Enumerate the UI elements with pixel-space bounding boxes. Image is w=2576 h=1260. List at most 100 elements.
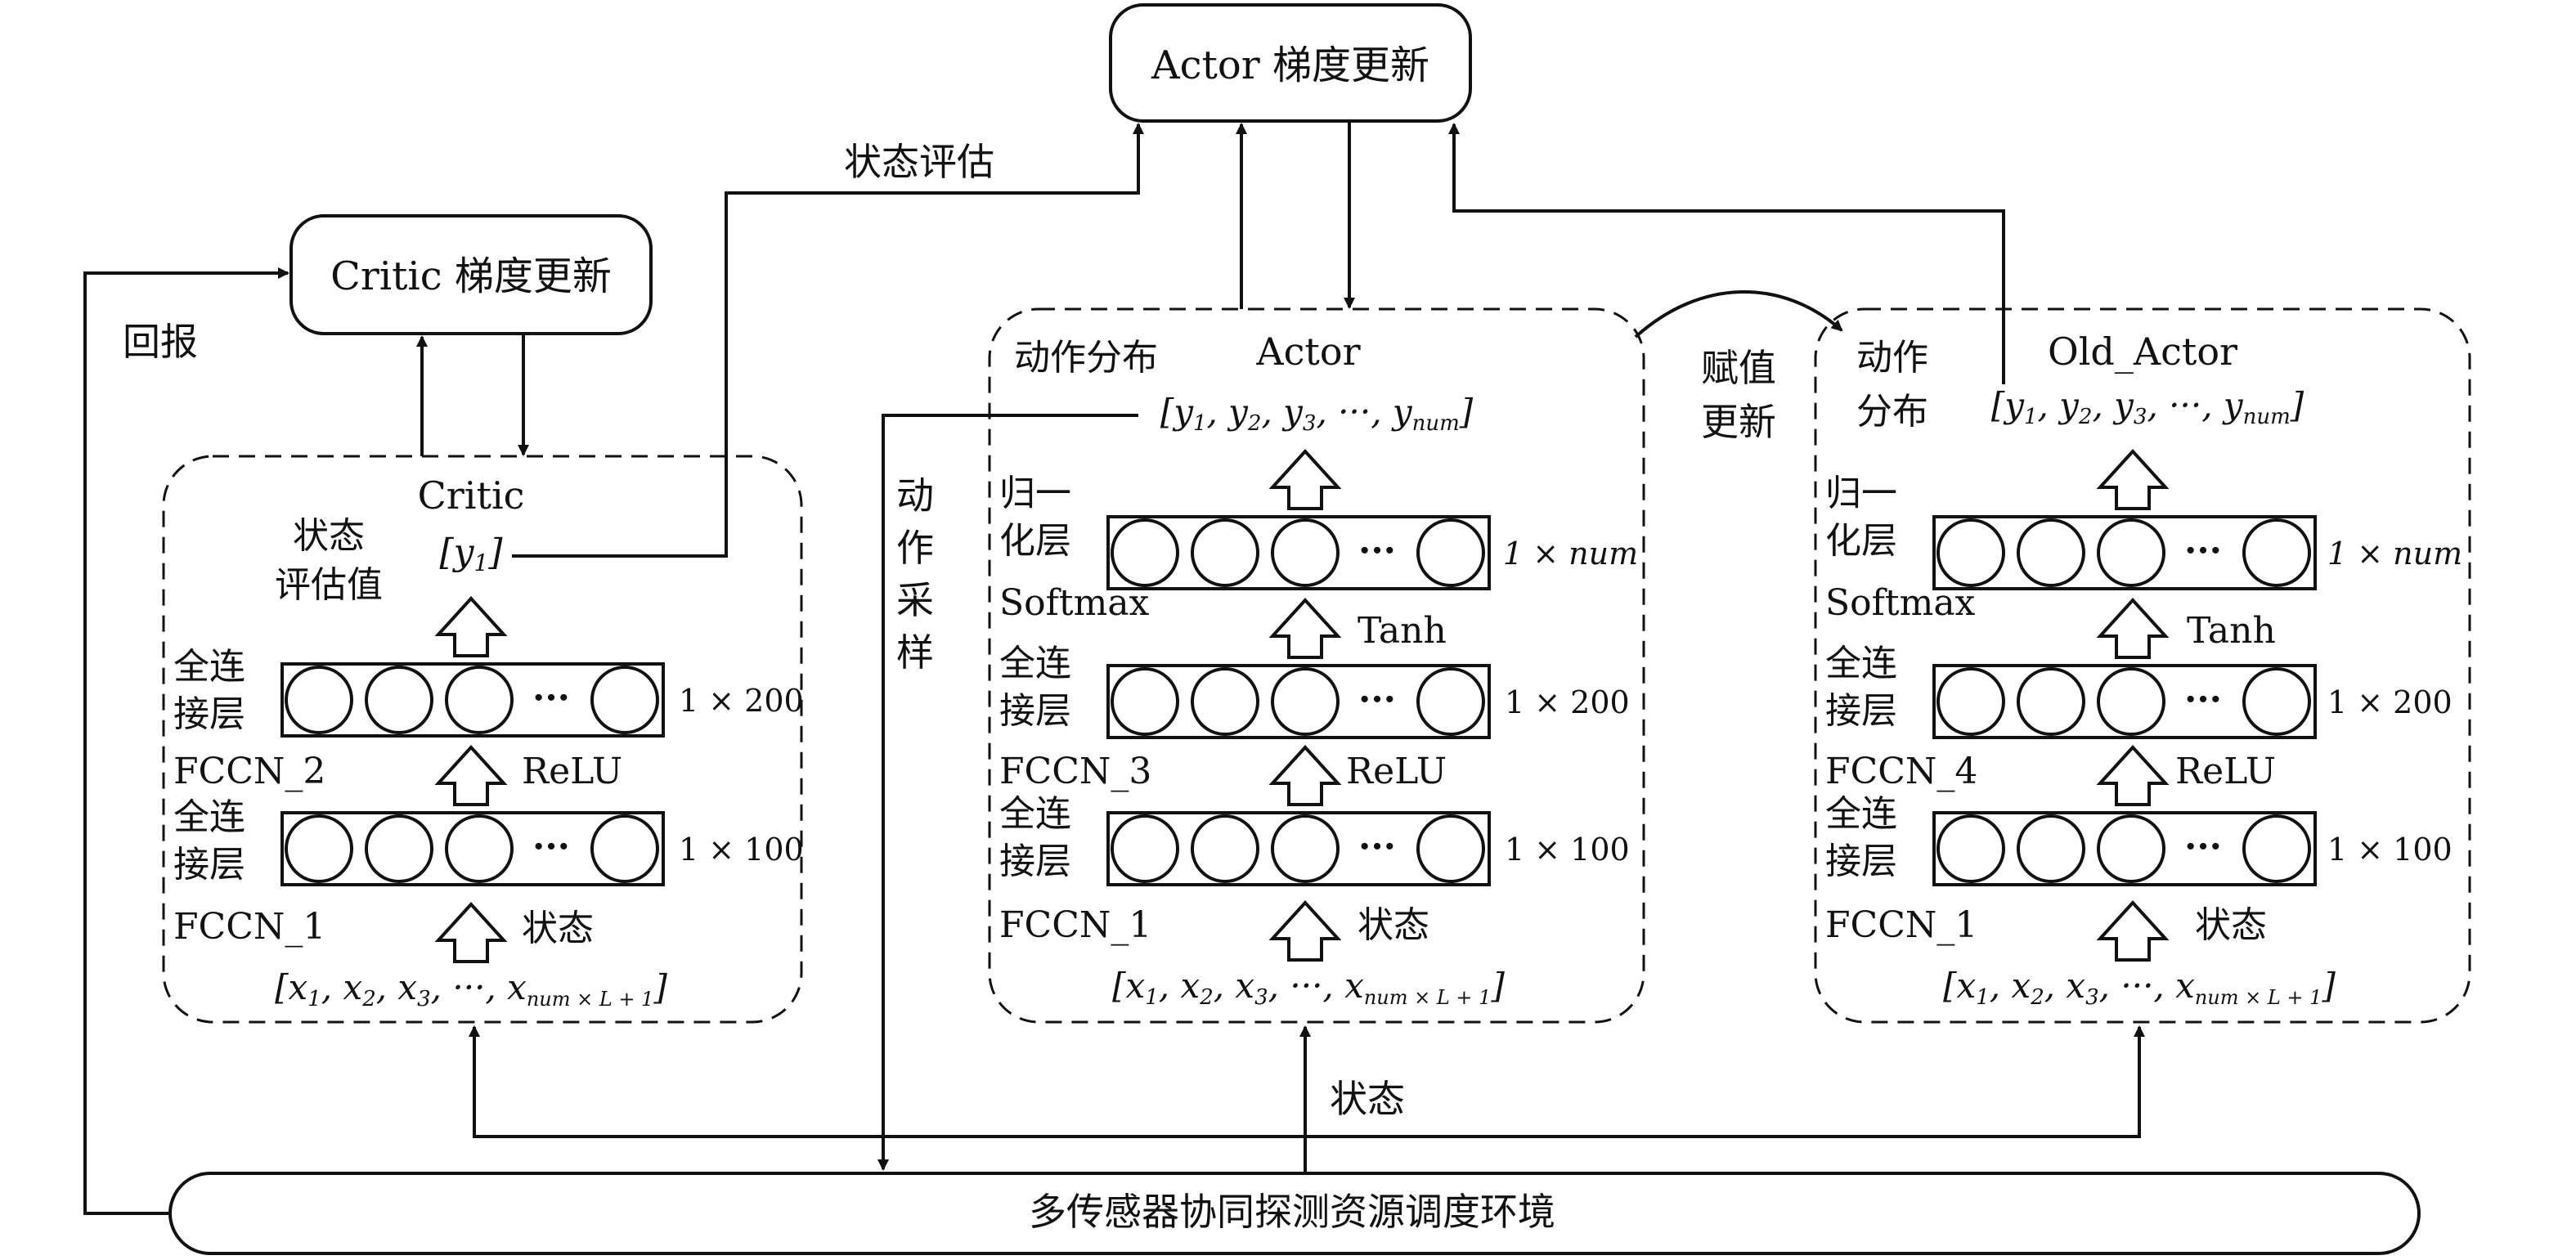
actor-norm-neurons: ··· (1106, 515, 1491, 590)
old-actor-dist-label-1: 动作 (1856, 337, 1928, 379)
old-actor-network-box: 动作 分布 Old_Actor [y1, y2, y3, ···, ynum] … (1814, 307, 2471, 1024)
return-arrow (83, 267, 289, 1215)
old-actor-layer2-label-2: 接层 (1825, 690, 1897, 732)
actor-act1: 状态 (1358, 904, 1429, 946)
old-actor-norm-name: Softmax (1825, 582, 1976, 624)
neuron-ellipsis: ··· (2184, 826, 2222, 868)
critic-act1: 状态 (522, 908, 594, 949)
action-sample-label-4: 样 (896, 630, 934, 675)
actor-layer2-label-1: 全连 (999, 643, 1071, 684)
actor-layer1-neurons: ··· (1106, 811, 1491, 886)
neuron (1416, 667, 1485, 736)
critic-layer2-name: FCCN_2 (173, 751, 325, 792)
neuron-ellipsis: ··· (1358, 679, 1396, 720)
actor-up-arrow-3 (1271, 599, 1340, 659)
neuron (2017, 667, 2085, 736)
neuron (1416, 814, 1485, 883)
neuron (2097, 667, 2165, 736)
critic-layer1-neurons: ··· (280, 811, 665, 886)
actor-layer1-label-2: 接层 (999, 841, 1071, 882)
old-actor-layer1-label-1: 全连 (1825, 793, 1897, 835)
action-sample-label-1: 动 (896, 473, 934, 518)
neuron (1111, 518, 1179, 587)
action-sample-label-3: 采 (896, 578, 934, 622)
environment-box: 多传感器协同探测资源调度环境 (168, 1172, 2421, 1255)
critic-up-arrow-1 (437, 903, 505, 963)
critic-update-box: Critic 梯度更新 (289, 214, 653, 335)
actor-layer1-name: FCCN_1 (999, 904, 1151, 946)
neuron (1271, 814, 1340, 883)
actor-norm-name: Softmax (999, 582, 1150, 624)
old-actor-act1: 状态 (2195, 904, 2267, 946)
critic-output-vector: [y1] (439, 531, 503, 576)
actor-network-box: 动作分布 Actor [y1, y2, y3, ···, ynum] 归一 化层… (988, 307, 1645, 1024)
neuron (1271, 667, 1340, 736)
critic-update-label: Critic 梯度更新 (330, 253, 612, 299)
actor-layer1-size: 1 × 100 (1505, 832, 1630, 868)
old-actor-layer1-size: 1 × 100 (2327, 832, 2453, 868)
actor-norm-size: 1 × num (1503, 536, 1638, 572)
neuron (2242, 518, 2311, 587)
neuron (1191, 814, 1259, 883)
neuron (590, 666, 659, 734)
old-actor-input-vector: [x1, x2, x3, ···, xnum × L + 1] (1943, 966, 2336, 1010)
action-sample-label-2: 作 (896, 526, 934, 570)
critic-act2: ReLU (522, 751, 622, 792)
old-actor-layer1-label-2: 接层 (1825, 841, 1897, 882)
critic-layer1-size: 1 × 100 (679, 832, 804, 868)
old-actor-layer2-name: FCCN_4 (1825, 751, 1977, 792)
old-actor-output-vector: [y1, y2, y3, ···, ynum] (1991, 385, 2304, 429)
critic-input-vector: [x1, x2, x3, ···, xnum × L + 1] (275, 967, 667, 1011)
actor-up-arrow-2 (1271, 746, 1340, 806)
neuron (2017, 814, 2085, 883)
old-actor-norm-neurons: ··· (1932, 515, 2317, 590)
actor-update-label: Actor 梯度更新 (1151, 43, 1429, 88)
actor-layer2-label-2: 接层 (999, 690, 1071, 732)
neuron (1111, 667, 1179, 736)
return-label: 回报 (123, 320, 198, 364)
neuron (2242, 814, 2311, 883)
critic-layer1-name: FCCN_1 (173, 906, 325, 948)
actor-layer2-name: FCCN_3 (999, 751, 1151, 792)
critic-layer2-neurons: ··· (280, 662, 665, 738)
actor-title: Actor (1255, 330, 1360, 374)
old-actor-dist-label-2: 分布 (1856, 391, 1928, 433)
critic-output-label-2: 评估值 (275, 564, 383, 606)
neuron-ellipsis: ··· (1358, 826, 1396, 868)
state-bottom-label: 状态 (1330, 1077, 1405, 1121)
neuron (2097, 518, 2165, 587)
state-eval-label: 状态评估 (844, 140, 994, 184)
old-actor-norm-label-2: 化层 (1825, 520, 1897, 562)
critic-title: Critic (418, 473, 525, 518)
actor-layer2-size: 1 × 200 (1505, 684, 1630, 720)
neuron (2097, 814, 2165, 883)
neuron (1111, 814, 1179, 883)
critic-up-arrow-3 (437, 597, 505, 657)
actor-act2: ReLU (1346, 751, 1447, 792)
actor-input-vector: [x1, x2, x3, ···, xnum × L + 1] (1112, 966, 1505, 1010)
neuron-ellipsis: ··· (2184, 679, 2222, 720)
old-actor-act2: ReLU (2175, 751, 2276, 792)
old-actor-up-arrow-2 (2098, 746, 2167, 806)
neuron-ellipsis: ··· (532, 677, 570, 719)
connectors (83, 123, 2145, 1215)
old-actor-act3: Tanh (2187, 610, 2276, 652)
neuron (1191, 518, 1259, 587)
environment-label: 多传感器协同探测资源调度环境 (1029, 1190, 1555, 1234)
old-actor-norm-label-1: 归一 (1825, 473, 1897, 514)
old-actor-up-arrow-4 (2098, 450, 2167, 510)
critic-layer2-size: 1 × 200 (679, 683, 804, 719)
old-actor-title: Old_Actor (2048, 330, 2237, 374)
critic-layer1-label-1: 全连 (173, 796, 245, 838)
neuron (445, 666, 514, 734)
neuron (1936, 518, 2005, 587)
state-eval-arrow (512, 123, 1144, 558)
old-actor-layer2-size: 1 × 200 (2327, 684, 2453, 720)
neuron (1271, 518, 1340, 587)
neuron (285, 666, 353, 734)
neuron (365, 814, 433, 883)
critic-layer2-label-1: 全连 (173, 646, 245, 688)
actor-dist-label: 动作分布 (1014, 337, 1158, 379)
assign-update-label-2: 更新 (1701, 400, 1776, 444)
